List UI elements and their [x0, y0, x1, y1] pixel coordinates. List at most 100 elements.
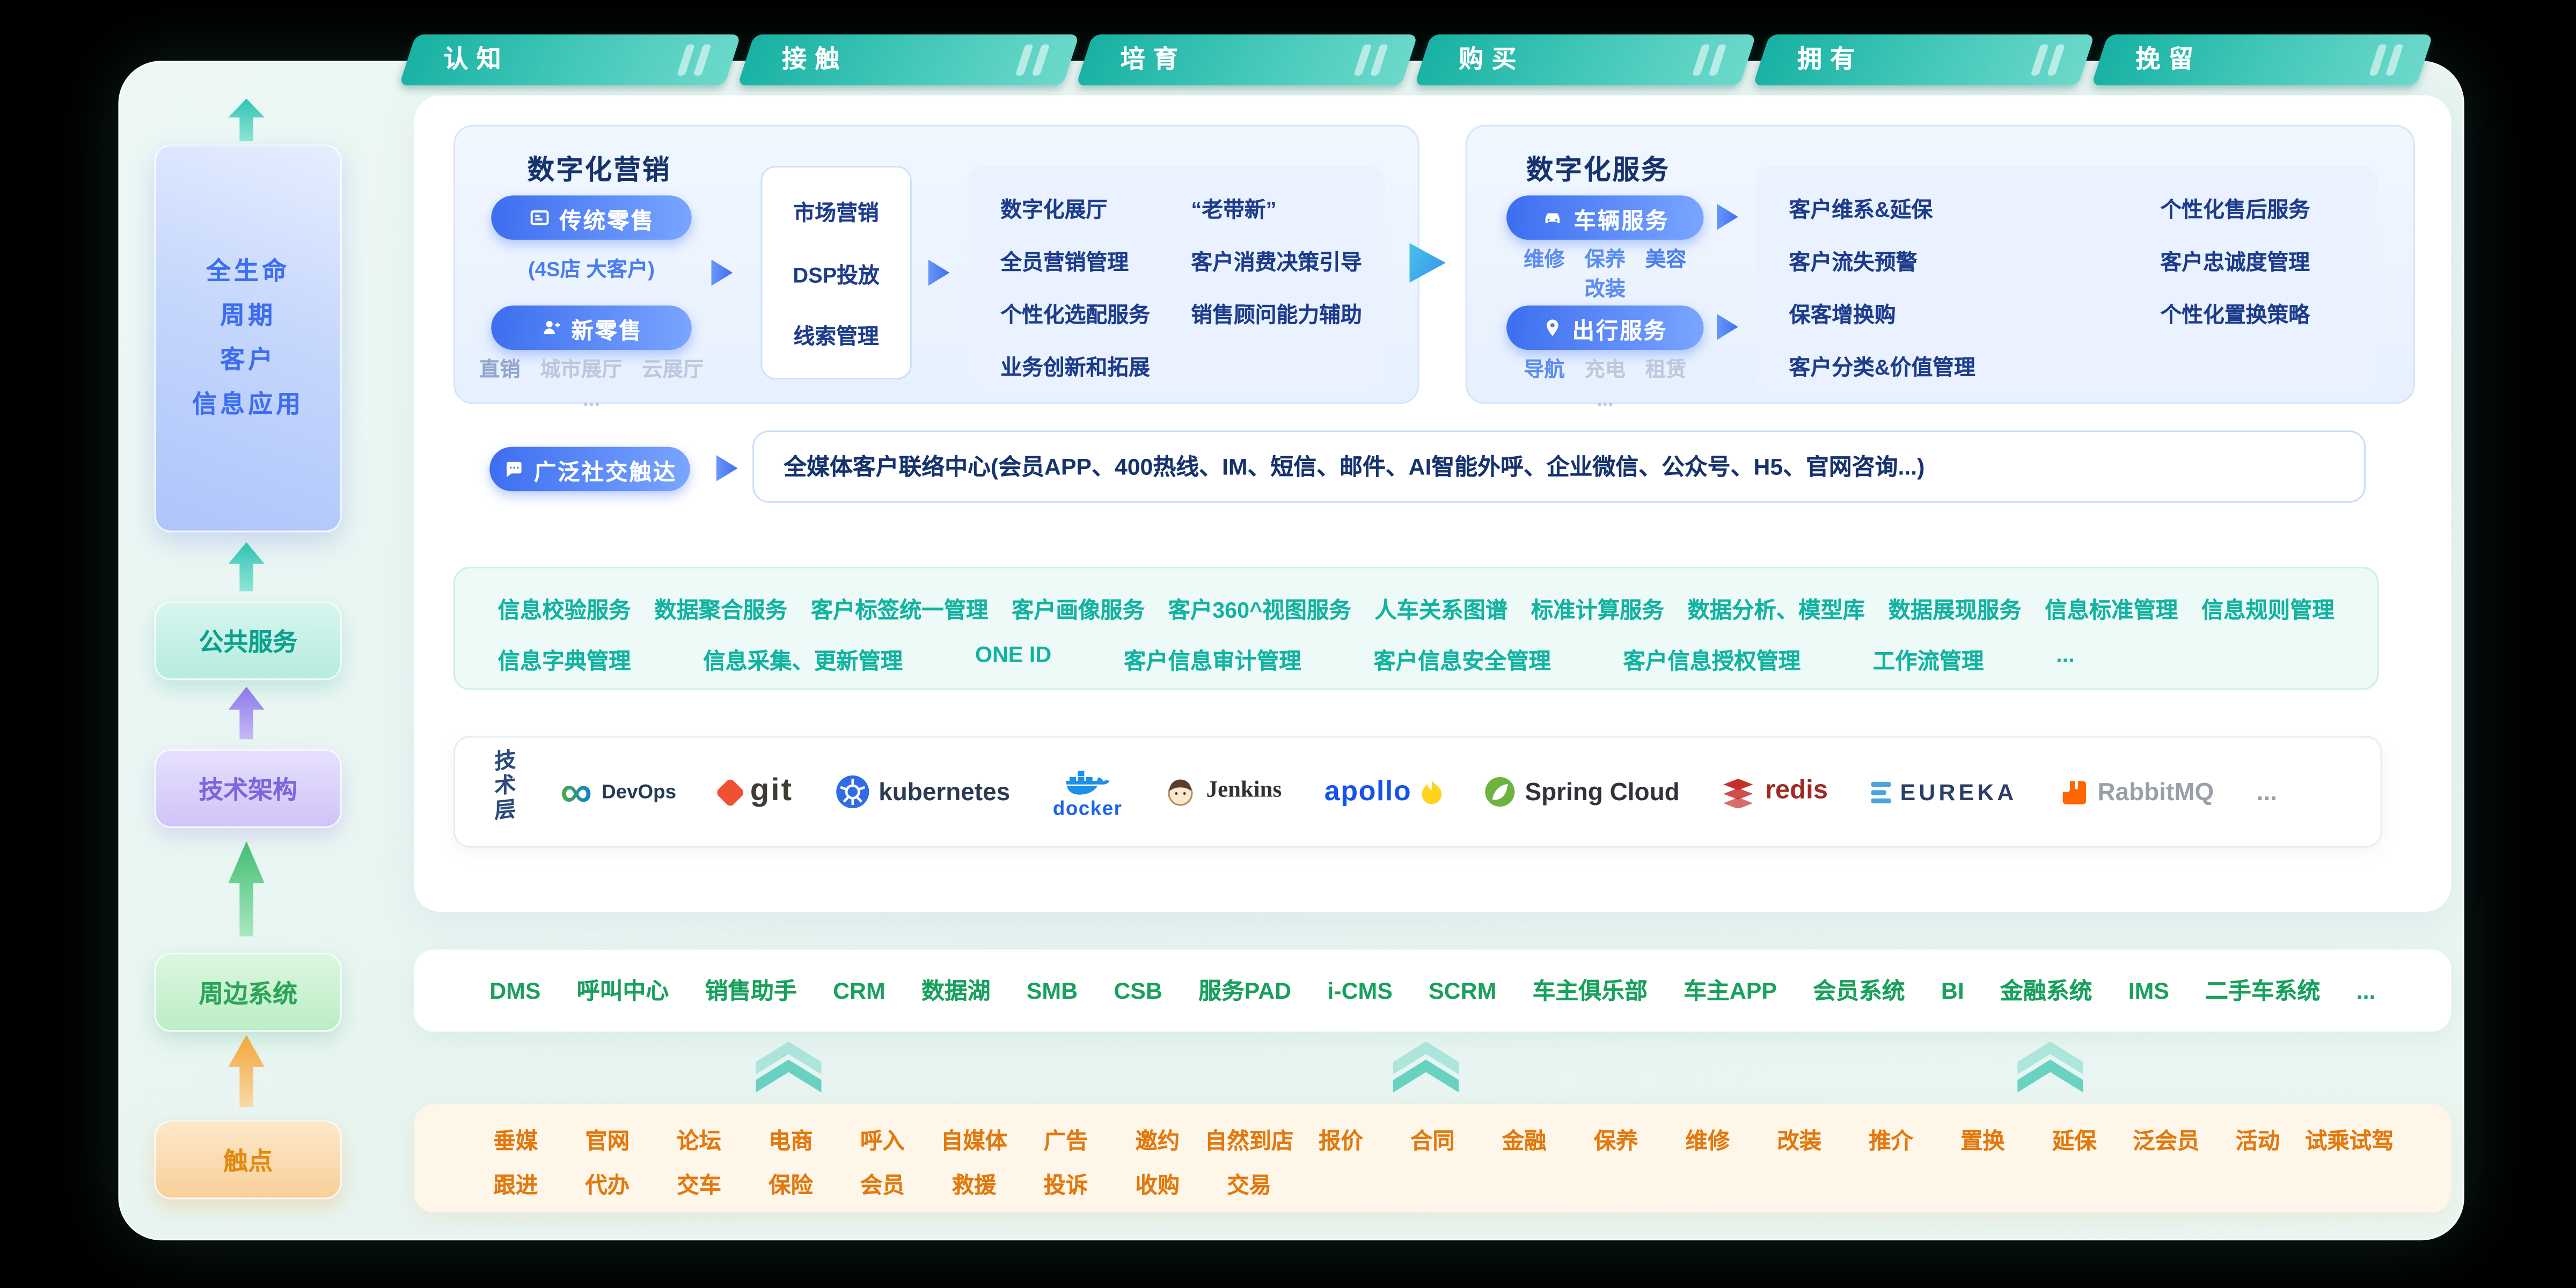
touchpoint-item: 金融 — [1502, 1129, 1547, 1153]
touchpoint-item: 保险 — [769, 1173, 813, 1198]
public-service-item: 工作流管理 — [1872, 649, 1984, 674]
marketing-middle-item: DSP投放 — [793, 262, 880, 287]
jenkins-logo: Jenkins — [1165, 775, 1282, 808]
technology-logos: ∞DevOps git kubernetes docker Jenkins ap… — [560, 737, 2358, 846]
mobility-service-pill: 出行服务 — [1506, 305, 1704, 350]
omnichannel-contact-center-text: 全媒体客户联络中心(会员APP、400热线、IM、短信、邮件、AI智能外呼、企业… — [784, 453, 1925, 480]
pill-label: 车辆服务 — [1574, 208, 1670, 233]
capability-item: 客户流失预警 — [1789, 250, 1918, 275]
touchpoint-item: 救援 — [952, 1173, 997, 1198]
sidebar-public-services-box: 公共服务 — [154, 601, 342, 680]
chevron-up-icon — [756, 1041, 822, 1097]
sub-label: 城市展厅 — [540, 358, 623, 382]
car-icon — [1545, 213, 1560, 223]
digital-service-section: 数字化服务 车辆服务 维修保养美容改装 出行服务 导航充电租赁... 客户维系&… — [1465, 125, 2415, 411]
arrow-right-icon — [711, 259, 733, 286]
touchpoint-item: 延保 — [2052, 1129, 2097, 1153]
marketing-middle-item: 市场营销 — [793, 200, 879, 225]
peripheral-system-item: 销售助手 — [705, 977, 797, 1004]
peripheral-system-item: SMB — [1026, 977, 1078, 1004]
stage-label: 认知 — [443, 46, 510, 74]
arrow-right-icon — [1716, 313, 1738, 340]
sub-label: 保养 — [1584, 248, 1626, 272]
chevron-right-icon — [1015, 44, 1050, 76]
vehicle-service-subs: 维修保养美容改装 — [1497, 248, 1714, 302]
sub-label: 直销 — [479, 358, 521, 382]
rabbitmq-icon — [2062, 780, 2086, 804]
public-service-item: 客户标签统一管理 — [810, 598, 989, 623]
pill-label: 新零售 — [571, 318, 643, 343]
public-service-item: ONE ID — [975, 642, 1052, 667]
sub-label: 维修 — [1524, 248, 1565, 272]
sub-label: 导航 — [1524, 358, 1565, 382]
logo-text: apollo — [1324, 775, 1412, 807]
sidebar-touchpoints-box: 触点 — [154, 1120, 342, 1199]
logo-text: kubernetes — [879, 778, 1011, 806]
eureka-bars-icon — [1870, 781, 1891, 803]
touchpoint-item: 交易 — [1227, 1173, 1271, 1198]
marketing-capabilities-col2: “老带新”客户消费决策引导销售顾问能力辅助 — [1191, 192, 1362, 328]
devops-logo: ∞DevOps — [560, 769, 676, 814]
peripheral-system-item: i-CMS — [1327, 977, 1393, 1004]
peripheral-system-item: 服务PAD — [1198, 977, 1292, 1004]
apollo-flame-icon — [1422, 779, 1442, 803]
traditional-retail-pill: 传统零售 — [491, 195, 692, 240]
pill-label: 传统零售 — [559, 208, 655, 233]
public-service-item: 客户画像服务 — [1011, 598, 1145, 623]
sub-label: ... — [1596, 387, 1614, 411]
sub-label: 美容 — [1645, 248, 1687, 272]
stage-segment: 认知 — [399, 34, 741, 86]
peripheral-system-item: ... — [2356, 977, 2376, 1004]
marketing-middle-box: 市场营销 DSP投放线索管理 — [760, 166, 912, 380]
logo-text: RabbitMQ — [2097, 778, 2214, 806]
spring-cloud-logo: Spring Cloud — [1485, 777, 1680, 807]
redis-logo: redis — [1722, 776, 1828, 808]
technology-layer-label: 技术层 — [491, 748, 516, 825]
touchpoint-item: 报价 — [1319, 1129, 1363, 1153]
eureka-logo: EUREKA — [1870, 779, 2017, 805]
touchpoint-item: 合同 — [1410, 1129, 1455, 1153]
logo-text: Jenkins — [1206, 779, 1282, 803]
logo-text: redis — [1765, 777, 1828, 805]
stage-segment: 挽留 — [2091, 34, 2433, 86]
peripheral-system-item: DMS — [489, 977, 541, 1004]
public-service-item: 信息校验服务 — [497, 598, 631, 623]
capability-item: 个性化售后服务 — [2160, 197, 2310, 222]
touchpoint-item: 自媒体 — [941, 1129, 1008, 1153]
public-service-item: 标准计算服务 — [1531, 598, 1664, 623]
marketing-capabilities-col1: 数字化展厅全员营销管理个性化选配服务业务创新和拓展 — [1000, 192, 1150, 381]
marketing-middle-item: 线索管理 — [793, 324, 879, 348]
more-ellipsis: ... — [2256, 778, 2278, 806]
spring-leaf-icon — [1485, 777, 1516, 807]
logo-text: docker — [1052, 796, 1123, 819]
person-plus-icon — [543, 321, 560, 334]
chevron-up-icon — [2017, 1041, 2083, 1097]
touchpoint-item: 跟进 — [493, 1173, 538, 1198]
capability-item: 客户消费决策引导 — [1191, 250, 1362, 275]
chevron-up-icon — [1393, 1041, 1459, 1097]
pill-label: 出行服务 — [1572, 318, 1668, 343]
public-service-item: 信息字典管理 — [497, 649, 631, 674]
application-layer-container: 数字化营销 传统零售 (4S店 大客户) 新零售 直销城市展厅云展厅... 市场… — [414, 95, 2451, 912]
touchpoints-row: 垂媒官网论坛电商呼入自媒体广告邀约自然到店报价合同金融保养维修改装推介置换延保泛… — [414, 1104, 2451, 1213]
chevron-right-icon — [676, 44, 712, 76]
stage-segment: 拥有 — [1753, 34, 2095, 86]
marketing-capabilities-box: 数字化展厅全员营销管理个性化选配服务业务创新和拓展 “老带新”客户消费决策引导销… — [968, 166, 1385, 393]
lifecycle-stage-bar: 认知 接触 培育 购买 拥有 挽留 — [399, 34, 2433, 86]
traditional-retail-sub: (4S店 大客户) — [528, 258, 655, 281]
jenkins-butler-icon — [1168, 779, 1194, 806]
logo-text: EUREKA — [1900, 779, 2017, 805]
chat-bubble-icon — [507, 462, 522, 477]
sub-label: 云展厅 — [642, 358, 704, 382]
public-services-box: 信息校验服务数据聚合服务客户标签统一管理客户画像服务客户360^视图服务人车关系… — [453, 567, 2379, 690]
touchpoint-item: 活动 — [2235, 1129, 2280, 1153]
stage-label: 挽留 — [2135, 46, 2202, 74]
peripheral-system-item: CRM — [833, 977, 885, 1004]
stage-label: 培育 — [1120, 46, 1187, 74]
technology-layer-box: 技术层 ∞DevOps git kubernetes docker Jenkin… — [453, 736, 2382, 848]
logo-text: git — [750, 773, 794, 809]
peripheral-system-item: 车主APP — [1684, 977, 1777, 1004]
